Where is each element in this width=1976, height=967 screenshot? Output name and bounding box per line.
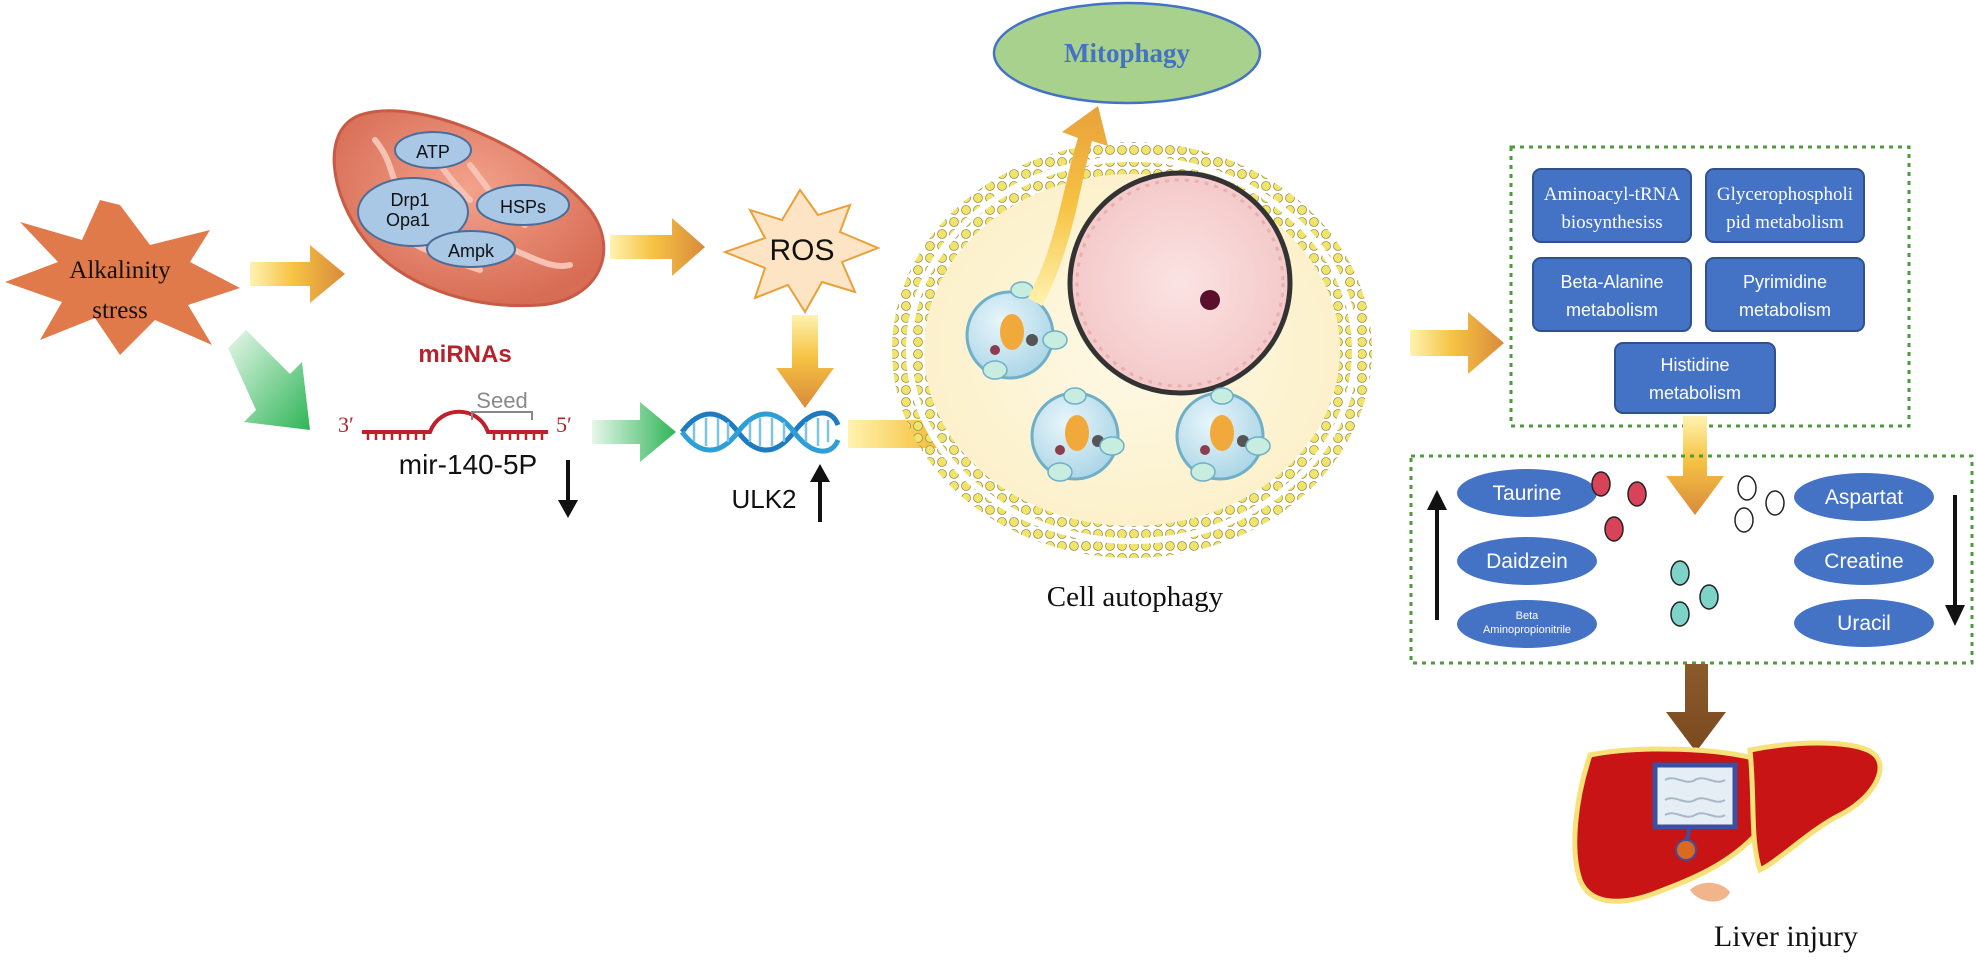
seed-label: Seed	[476, 388, 527, 413]
liver-injury-caption: Liver injury	[1714, 920, 1858, 953]
pathway-histidine-line1: Histidine	[1660, 355, 1729, 375]
arrow-pathways-to-metabolites	[1666, 416, 1724, 515]
metabolite-beta-aminopropionitrile: Beta Aminopropionitrile	[1457, 600, 1597, 648]
atp-cloud	[394, 131, 472, 169]
mirna-name: mir-140-5P	[399, 449, 537, 480]
mirna-block: miRNAs 3′ 5′ Seed mir-140-5P	[338, 341, 578, 518]
dna-strand-b	[680, 411, 841, 454]
hsps-cloud	[476, 184, 570, 226]
metabolites-down-arrow	[1945, 495, 1965, 626]
liver-organ	[1572, 740, 1883, 904]
mirna-strand	[362, 409, 548, 434]
metabolite-bapn-line1: Beta	[1516, 610, 1540, 622]
autophagosome-3	[1175, 387, 1271, 482]
metabolite-creatine-label: Creatine	[1824, 550, 1903, 573]
metabolite-taurine-label: Taurine	[1493, 482, 1562, 505]
ulk2-up-arrow	[810, 464, 830, 522]
mitophagy-node: Mitophagy	[992, 1, 1262, 105]
mitophagy-label: Mitophagy	[1064, 38, 1191, 68]
stress-star-shape	[5, 200, 240, 355]
liver-histology-inset	[1652, 762, 1738, 830]
autophagosome-1	[965, 281, 1068, 380]
ulk2-gene: ULK2	[680, 410, 841, 522]
arrow-mirna-to-ulk2	[592, 402, 676, 462]
pathway-box-beta-alanine: Beta-Alanine metabolism	[1532, 257, 1692, 332]
hsps-label: HSPs	[500, 197, 546, 217]
metabolite-daidzein-label: Daidzein	[1486, 550, 1568, 573]
metabolite-aspartat: Aspartat	[1794, 473, 1934, 521]
pathway-box-pyrimidine: Pyrimidine metabolism	[1705, 257, 1865, 332]
nucleus	[1067, 170, 1293, 396]
metabolite-uracil: Uracil	[1794, 599, 1934, 647]
pathway-glycero-line2: pid metabolism	[1726, 212, 1844, 233]
arrow-metabolites-to-liver	[1666, 664, 1726, 752]
pathway-box-glycerophospholipid: Glycerophospholi pid metabolism	[1705, 168, 1865, 243]
arrow-stress-to-mirna	[228, 330, 310, 430]
arrow-ros-to-ulk2	[776, 315, 834, 408]
nucleolus	[1200, 290, 1220, 310]
ulk2-label: ULK2	[731, 484, 796, 514]
mirna-down-arrow	[558, 460, 578, 518]
nucleus-texture	[1075, 178, 1285, 388]
metabolite-group-border	[1409, 454, 1974, 665]
autophagy-cell	[892, 142, 1372, 558]
dna-rungs	[692, 418, 830, 446]
arrow-mito-to-ros	[610, 218, 705, 276]
mirna-teeth	[366, 432, 544, 440]
alkalinity-stress-node: Alkalinity stress	[5, 200, 240, 355]
mirna-title: miRNAs	[418, 341, 511, 368]
liver-ligament	[1690, 882, 1730, 902]
pathway-group-border	[1509, 145, 1911, 428]
mitophagy-ellipse	[992, 1, 1262, 105]
atp-label: ATP	[416, 142, 450, 162]
mirna-3prime-label: 3′	[338, 412, 354, 437]
pathway-box-histidine: Histidine metabolism	[1614, 342, 1776, 414]
drp1-label: Drp1	[390, 190, 429, 210]
pathway-pyrimidine-line2: metabolism	[1739, 300, 1831, 320]
drp1-opa1-cloud	[357, 177, 469, 247]
arrow-to-mitophagy	[1028, 106, 1108, 306]
opa1-label: Opa1	[386, 210, 430, 230]
metabolite-uracil-label: Uracil	[1837, 612, 1891, 635]
pathway-glycero-line1: Glycerophospholi	[1717, 184, 1853, 205]
pathway-aminoacyl-line1: Aminoacyl-tRNA	[1544, 184, 1680, 205]
metabolite-daidzein: Daidzein	[1457, 537, 1597, 585]
arrow-cell-to-pathways	[1410, 312, 1504, 374]
pathway-box-aminoacyl: Aminoacyl-tRNA biosynthesiss	[1532, 168, 1692, 243]
ampk-cloud	[426, 230, 516, 268]
seed-bracket	[471, 411, 533, 420]
metabolite-creatine: Creatine	[1794, 537, 1934, 585]
dna-strand-a	[680, 410, 841, 453]
mitochondrion: ATP Drp1 Opa1 HSPs Ampk	[332, 109, 606, 308]
arrow-stress-to-mito	[250, 245, 345, 303]
ros-node: ROS	[722, 188, 881, 314]
mirna-5prime-label: 5′	[556, 412, 572, 437]
pathway-histidine-line2: metabolism	[1649, 383, 1741, 403]
stress-label-line2: stress	[92, 297, 148, 324]
cell-autophagy-caption: Cell autophagy	[1047, 581, 1224, 613]
metabolite-bapn-line2: Aminopropionitrile	[1483, 624, 1571, 636]
liver-right-lobe	[1747, 740, 1883, 874]
ampk-label: Ampk	[448, 241, 495, 261]
metabolite-taurine: Taurine	[1457, 469, 1597, 517]
autophagosome-2	[1030, 387, 1125, 482]
pathway-beta-alanine-line2: metabolism	[1566, 300, 1658, 320]
ros-burst-shape	[722, 188, 881, 314]
pathway-beta-alanine-line1: Beta-Alanine	[1560, 272, 1663, 292]
pathway-aminoacyl-line2: biosynthesiss	[1561, 212, 1662, 233]
histology-texture	[1664, 777, 1726, 818]
metabolite-dots	[1591, 471, 1785, 627]
stress-label-line1: Alkalinity	[69, 257, 171, 284]
pathway-pyrimidine-line1: Pyrimidine	[1743, 272, 1827, 292]
metabolites-up-arrow	[1427, 490, 1447, 620]
inset-focus-dot	[1675, 839, 1697, 861]
ros-label: ROS	[769, 234, 834, 267]
metabolite-aspartat-label: Aspartat	[1825, 486, 1903, 509]
